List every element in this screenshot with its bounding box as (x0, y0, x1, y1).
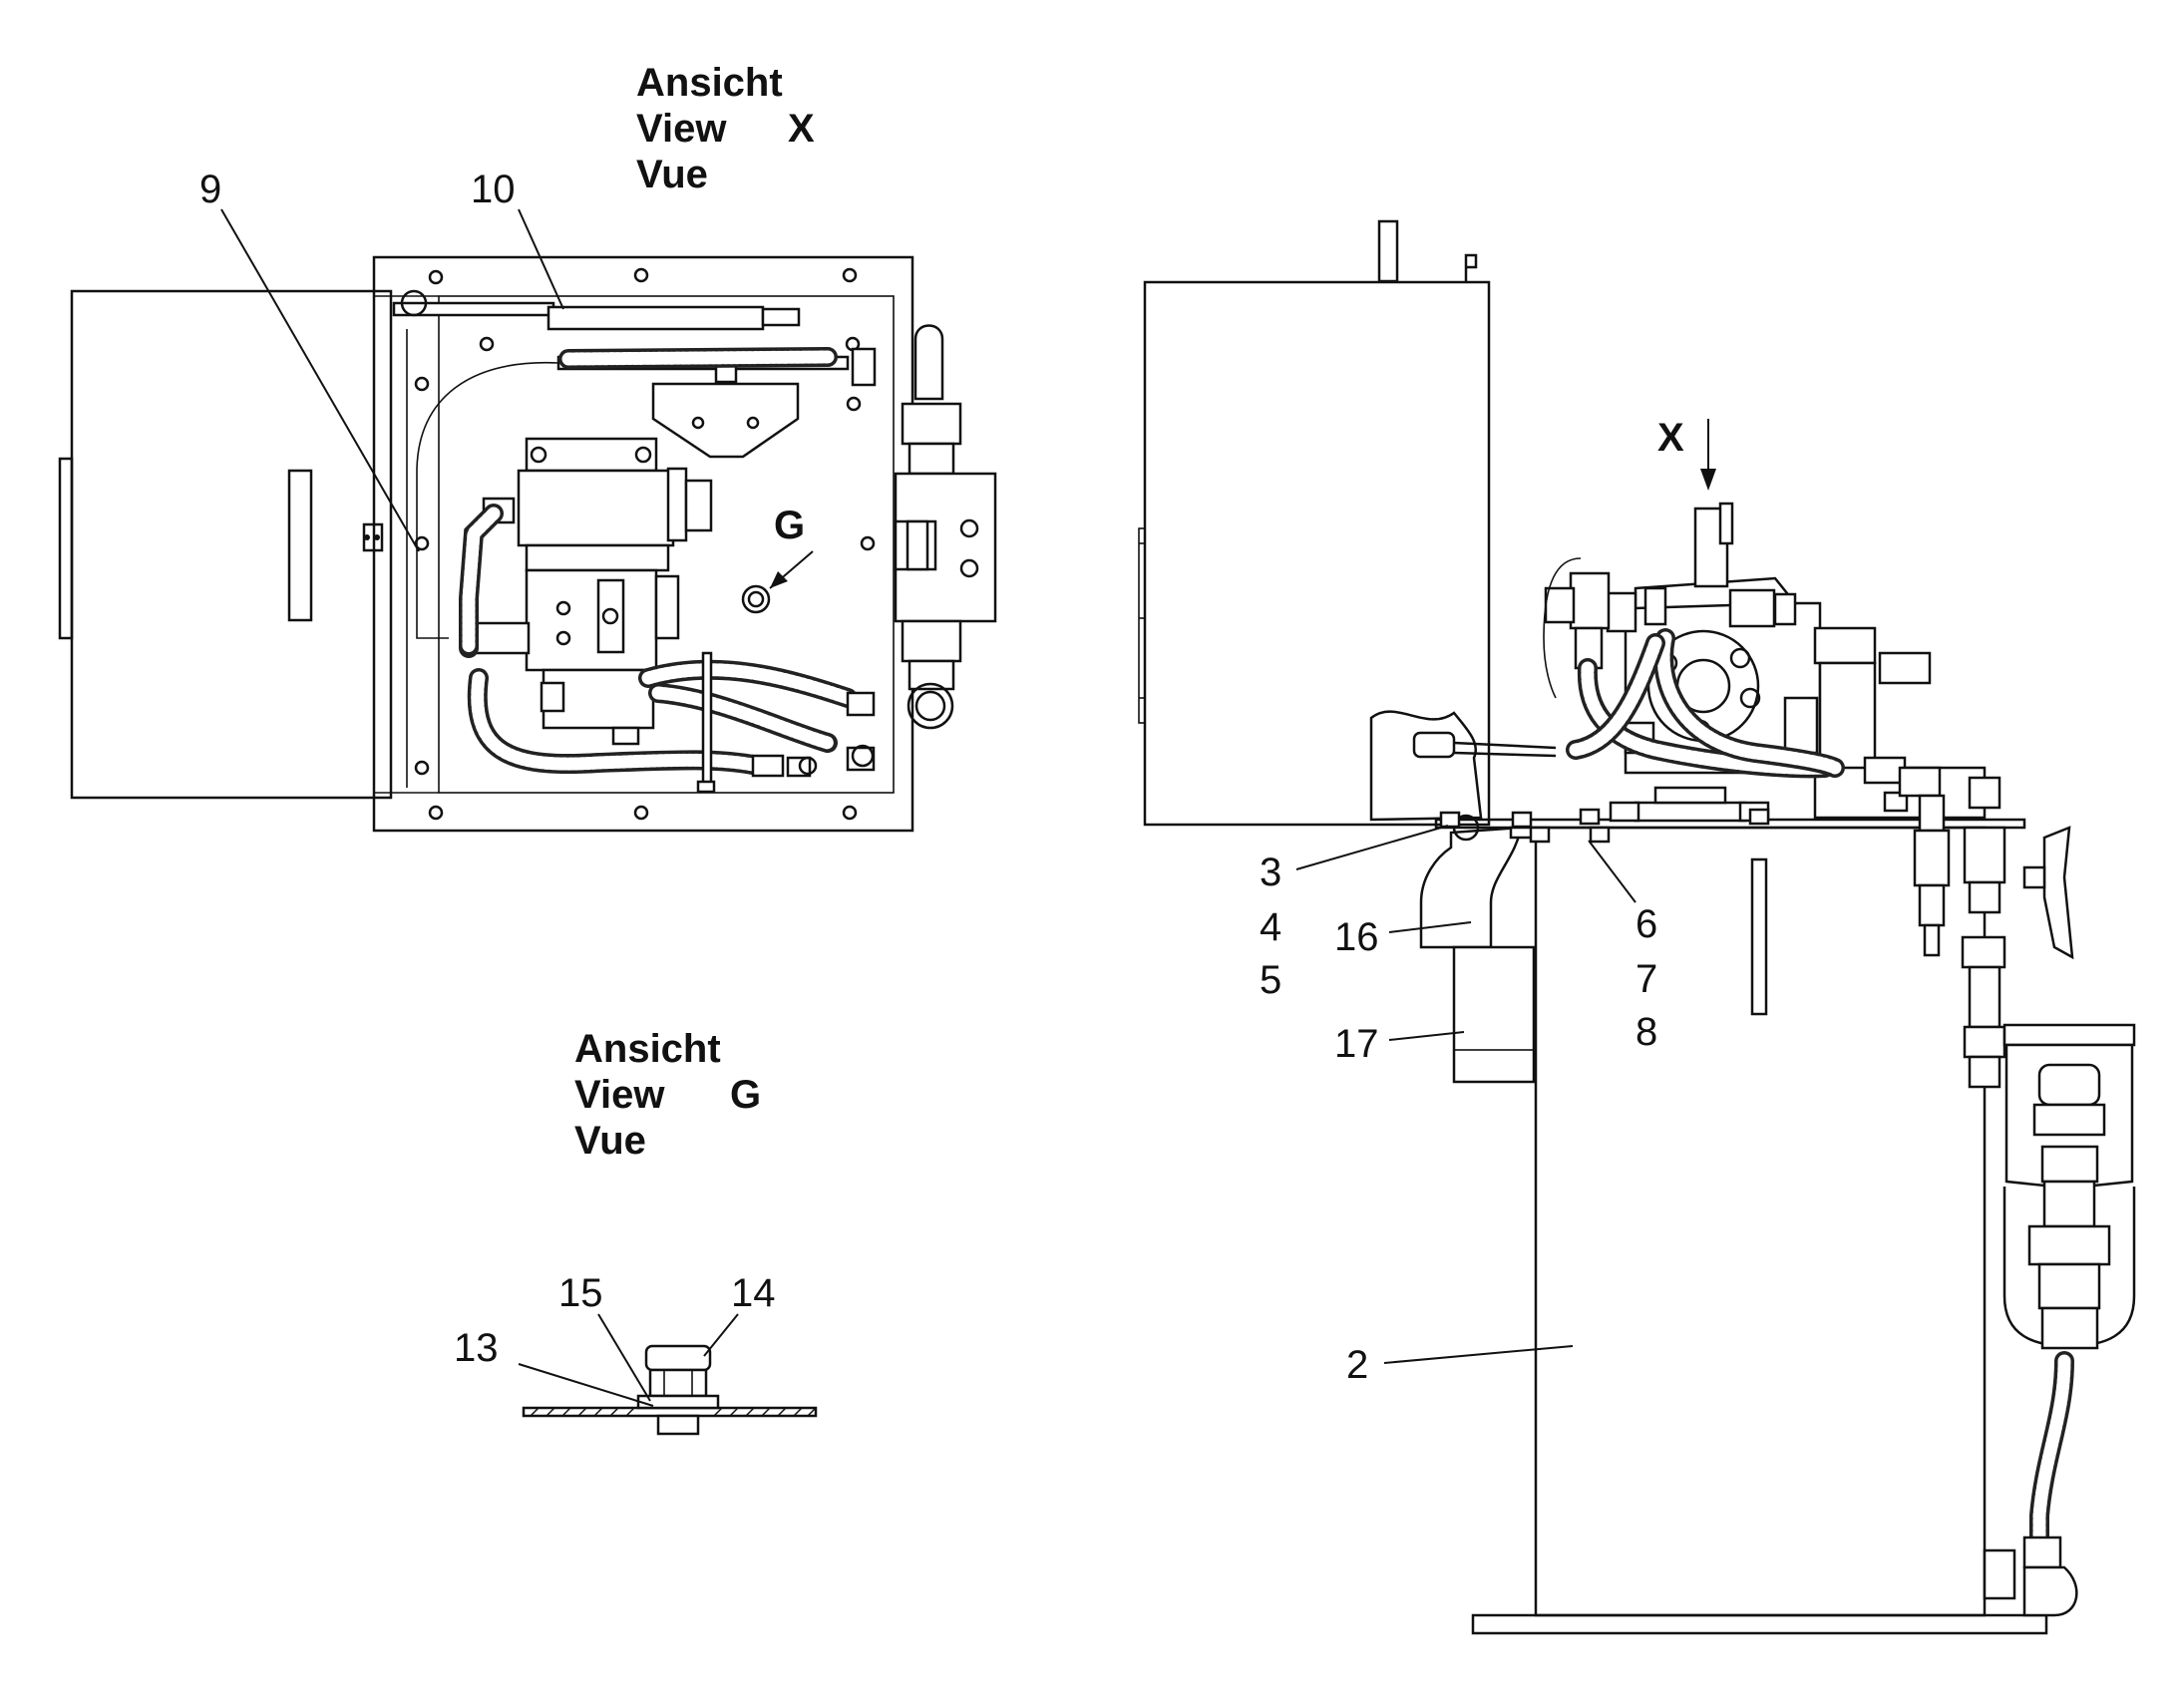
view-g-drawing: Ansicht View Vue G 13 15 14 (454, 1027, 818, 1436)
callout-9: 9 (199, 168, 221, 211)
view-x-heading-de: Ansicht (636, 61, 783, 105)
leader-13 (518, 1363, 654, 1407)
callout-15: 15 (558, 1271, 603, 1315)
callout-13: 13 (454, 1326, 499, 1370)
callout-2: 2 (1346, 1343, 1368, 1387)
callout-16: 16 (1334, 915, 1379, 959)
view-x-marker: X (1657, 416, 1716, 491)
drain-plug-assembly (636, 1344, 720, 1436)
leader-2 (1383, 1345, 1574, 1364)
hoses-side (1566, 628, 1845, 779)
drain-plug (741, 584, 771, 614)
mounting-bolts (414, 267, 876, 821)
leader-9 (220, 208, 420, 552)
callout-10: 10 (471, 168, 516, 211)
view-x-drawing: Ansicht View Vue X (58, 61, 997, 833)
leader-17 (1388, 1031, 1465, 1041)
breather-filler (1419, 814, 1538, 1084)
callout-6: 6 (1635, 902, 1657, 946)
view-g-heading-en: View (574, 1073, 665, 1117)
oil-tank (1534, 826, 1987, 1617)
view-x-heading-fr: Vue (636, 153, 708, 196)
leader-10 (518, 208, 564, 310)
tank-base (1471, 1613, 2048, 1635)
marker-x-letter: X (1657, 416, 1684, 460)
hoses-view-x (459, 347, 858, 776)
view-g-letter: G (730, 1073, 761, 1117)
view-g-marker: G (741, 504, 814, 614)
view-x-letter: X (788, 107, 815, 151)
callout-7: 7 (1635, 957, 1657, 1001)
valve-block (894, 324, 997, 730)
callout-4: 4 (1260, 905, 1281, 949)
view-g-heading-de: Ansicht (574, 1027, 721, 1071)
leader-14 (703, 1313, 739, 1357)
view-x-heading-en: View (636, 107, 727, 151)
callout-8: 8 (1635, 1010, 1657, 1054)
pump-assembly (469, 437, 713, 746)
quick-couplings (1898, 766, 2074, 1089)
view-g-heading-fr: Vue (574, 1119, 646, 1163)
cabinet-door (70, 289, 393, 800)
callout-5: 5 (1260, 958, 1281, 1002)
return-filter (2002, 1023, 2136, 1350)
side-pump-assembly (1544, 502, 1987, 823)
leader-16 (1388, 921, 1472, 933)
leader-15 (597, 1313, 651, 1402)
callout-14: 14 (731, 1271, 776, 1315)
callout-17: 17 (1334, 1022, 1379, 1066)
section-hatching (530, 1407, 817, 1417)
leader-3 (1295, 825, 1449, 870)
callout-3: 3 (1260, 851, 1281, 894)
leader-6 (1588, 840, 1636, 903)
gas-strut (392, 289, 801, 331)
marker-g-letter: G (774, 504, 805, 547)
side-view-drawing: X (1138, 219, 2136, 1635)
